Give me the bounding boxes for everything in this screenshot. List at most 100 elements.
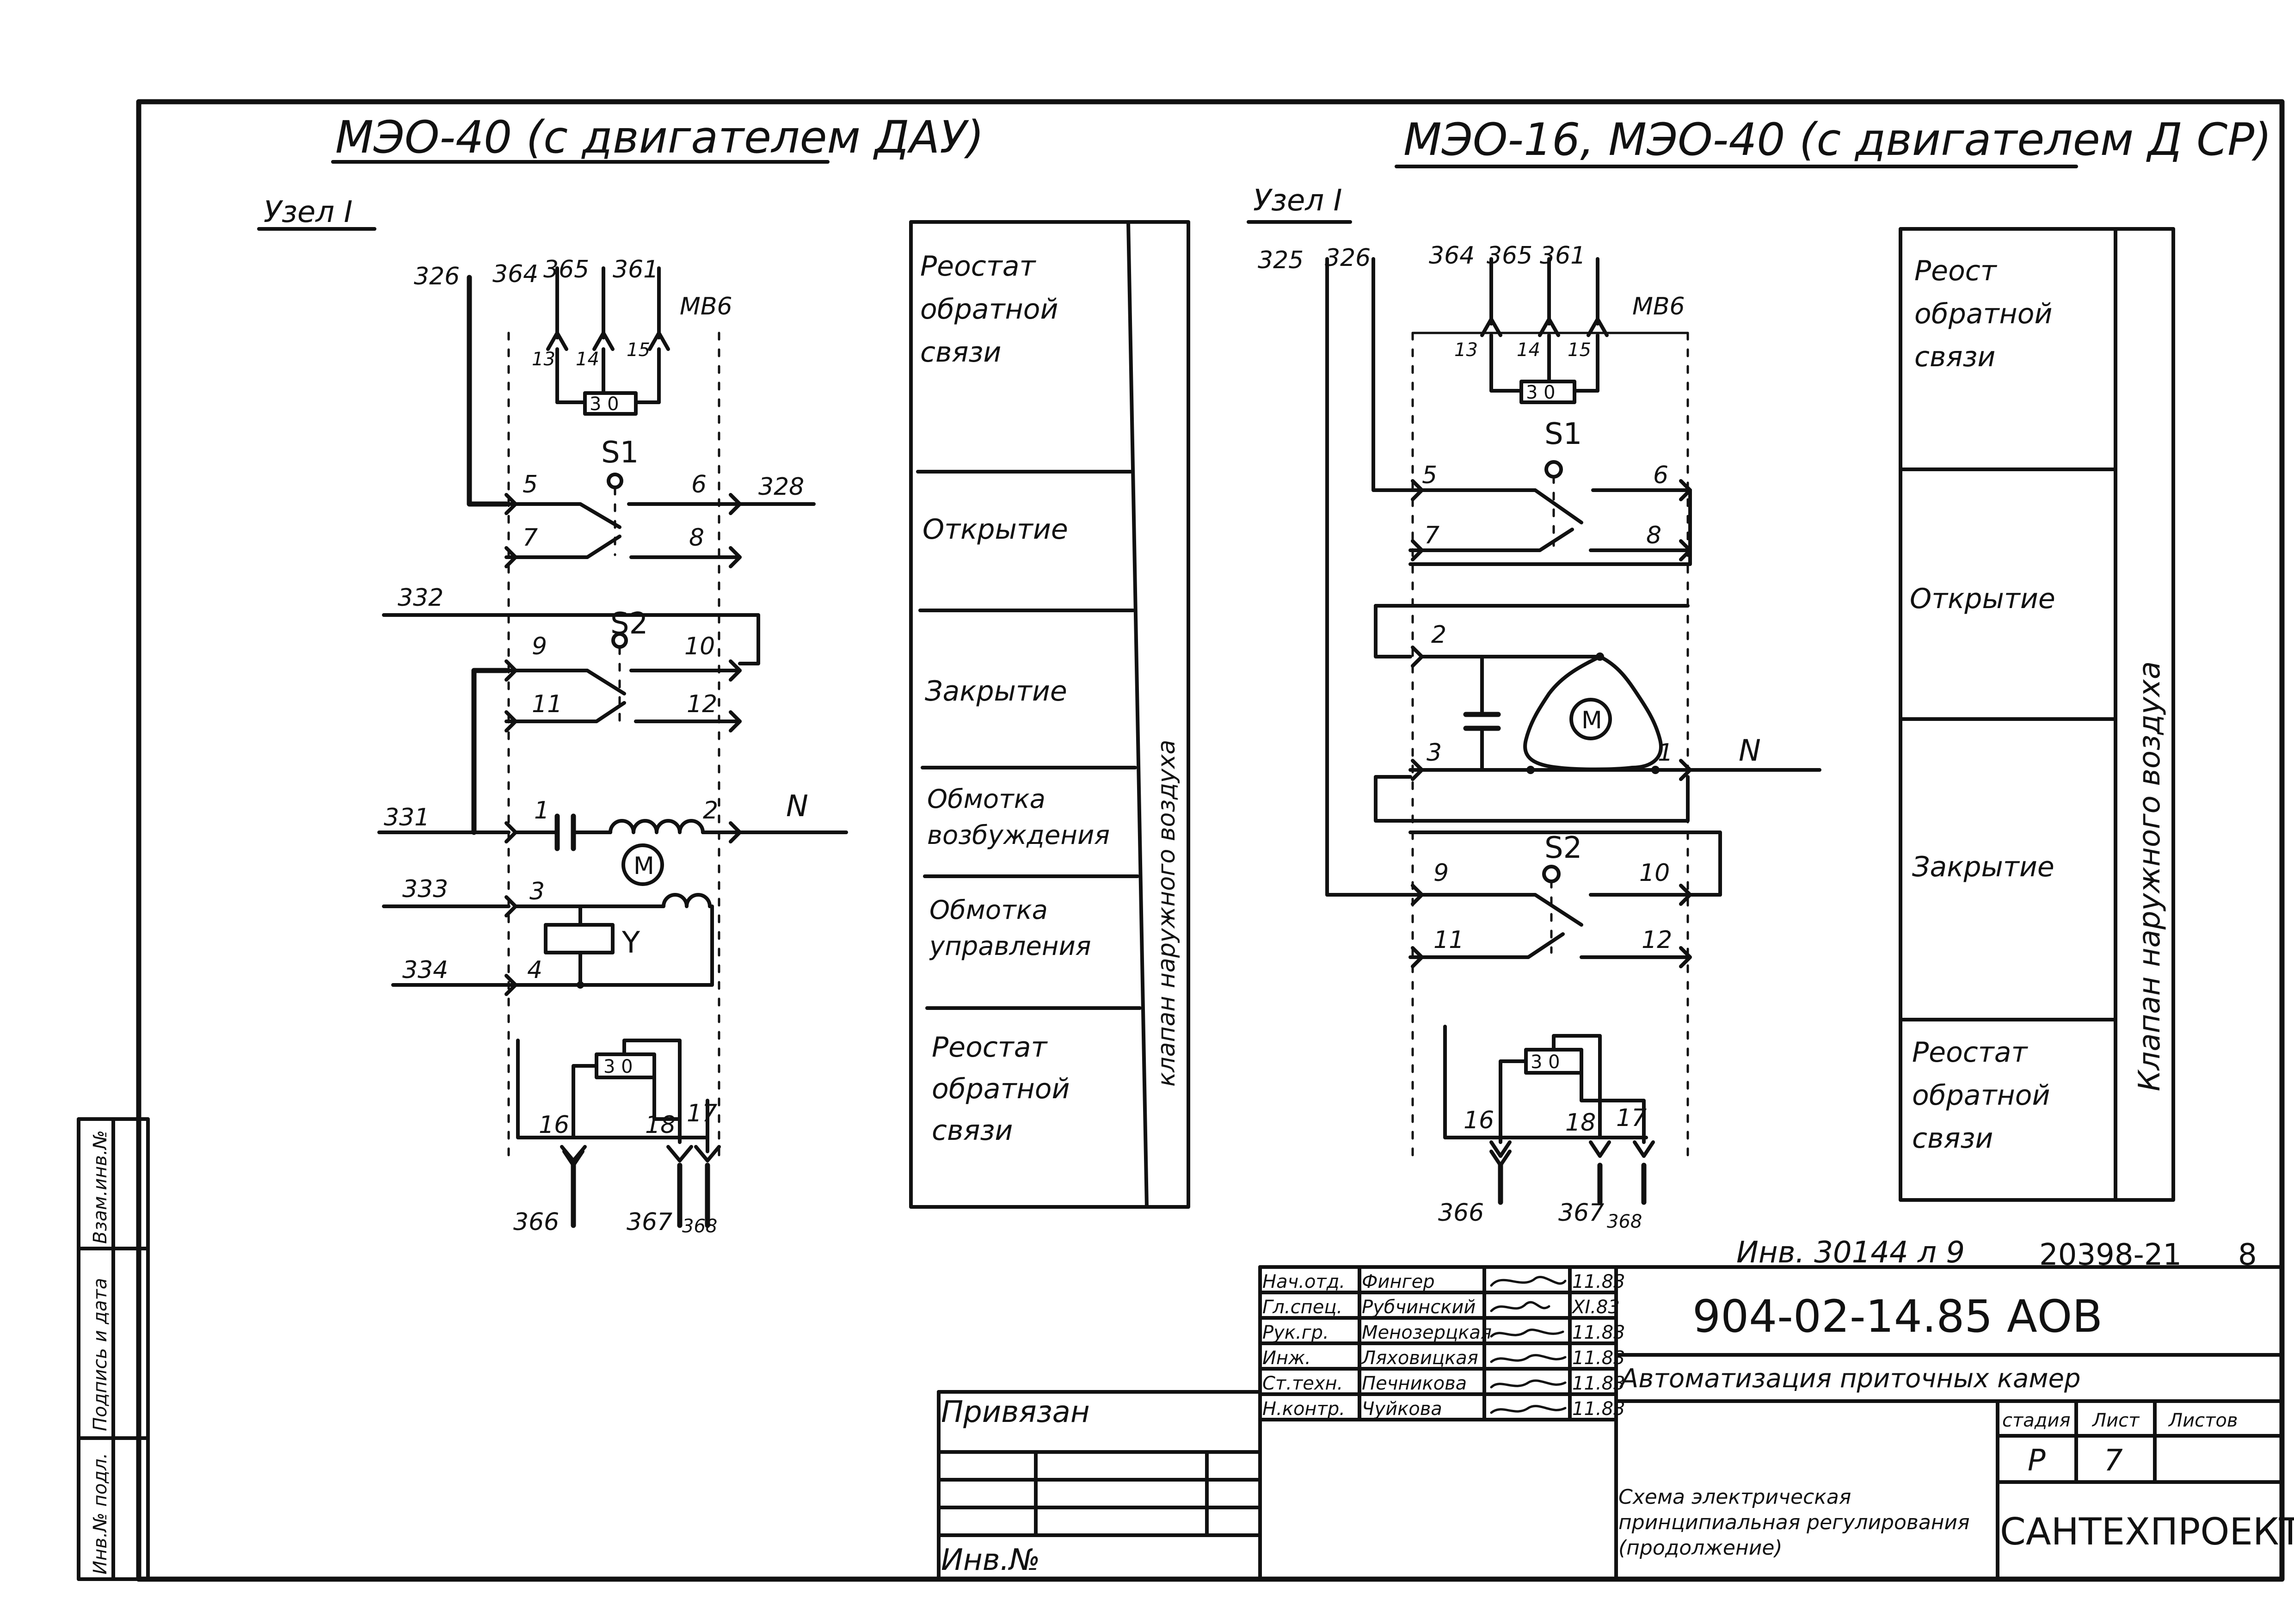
wire-333: 333 bbox=[402, 875, 448, 903]
r-term-7: 7 bbox=[1424, 522, 1439, 549]
r-wire-365: 365 bbox=[1487, 242, 1532, 270]
r-wire-326: 326 bbox=[1325, 244, 1371, 272]
wire-334: 334 bbox=[402, 956, 448, 984]
stamp-inv-no-label: Инв.№ bbox=[941, 1543, 1040, 1577]
r-wire-361: 361 bbox=[1540, 242, 1586, 270]
left-function-table: Реостат обратной связи Открытие Закрытие… bbox=[909, 220, 1190, 1209]
wire-331: 331 bbox=[384, 804, 430, 831]
r-s2-label: S2 bbox=[1544, 831, 1582, 865]
sig-date-6: 11.83 bbox=[1572, 1398, 1625, 1420]
term-3: 3 bbox=[529, 878, 545, 905]
sig-role-2: Гл.спец. bbox=[1262, 1297, 1342, 1318]
sig-date-2: XI.83 bbox=[1571, 1297, 1620, 1318]
left-motor: M bbox=[633, 852, 654, 880]
drawing-frame bbox=[136, 99, 2285, 1582]
r-term-13: 13 bbox=[1454, 339, 1478, 361]
sig-date-1: 11.83 bbox=[1572, 1271, 1625, 1292]
left-s1-label: S1 bbox=[601, 436, 639, 470]
r-motor: M bbox=[1581, 707, 1602, 734]
left-node-label: Узел I bbox=[264, 195, 353, 229]
wire-332: 332 bbox=[398, 584, 443, 612]
left-neutral: N bbox=[786, 789, 808, 824]
wire-367: 367 bbox=[627, 1208, 672, 1236]
term-14: 14 bbox=[576, 349, 599, 370]
stamp-document-code: 904-02-14.85 АОВ bbox=[1692, 1291, 2103, 1342]
left-fn-close: Закрытие bbox=[925, 675, 1067, 707]
left-fn-feedback-rheostat-2: Реостат обратной связи bbox=[932, 1031, 1070, 1147]
term-6: 6 bbox=[691, 471, 707, 498]
r-bottom-rheostat-label: 3 0 bbox=[1531, 1052, 1560, 1073]
left-fn-excitation: Обмотка возбуждения bbox=[927, 784, 1110, 851]
wire-368: 368 bbox=[682, 1216, 717, 1237]
stamp-sheets-header: Листов bbox=[2168, 1410, 2238, 1431]
r-wire-mb6: МВ6 bbox=[1632, 293, 1685, 320]
right-node-label: Узел I bbox=[1253, 184, 1342, 218]
wire-364: 364 bbox=[492, 260, 538, 288]
left-schematic: 326 364 365 361 МВ6 3 0 13 14 15 S1 bbox=[377, 256, 848, 1237]
sig-name-4: Ляховицкая bbox=[1361, 1347, 1478, 1369]
sig-name-2: Рубчинский bbox=[1362, 1297, 1476, 1318]
term-4: 4 bbox=[527, 956, 542, 984]
r-term-6: 6 bbox=[1653, 461, 1668, 489]
wire-328: 328 bbox=[758, 473, 804, 501]
left-bottom-rheostat-label: 3 0 bbox=[603, 1056, 633, 1077]
r-wire-368: 368 bbox=[1607, 1211, 1642, 1232]
left-fn-control-winding: Обмотка управления bbox=[929, 895, 1091, 962]
right-fn-open: Открытие bbox=[1910, 583, 2055, 615]
term-10: 10 bbox=[684, 633, 715, 660]
r-term-9: 9 bbox=[1433, 859, 1449, 887]
sig-name-3: Менозерцкая bbox=[1362, 1322, 1492, 1343]
left-side-label: клапан наружного воздуха bbox=[1153, 740, 1181, 1087]
title-block: Инв. 30144 л 9 20398-21 8 904-02-14.85 А… bbox=[937, 1236, 2294, 1581]
r-wire-366: 366 bbox=[1438, 1199, 1484, 1227]
term-11: 11 bbox=[532, 690, 562, 718]
r-term-18: 18 bbox=[1565, 1109, 1596, 1137]
r-term-10: 10 bbox=[1639, 859, 1670, 887]
wire-361: 361 bbox=[613, 256, 658, 283]
r-term-11: 11 bbox=[1433, 926, 1464, 954]
term-7: 7 bbox=[523, 524, 538, 552]
sig-role-3: Рук.гр. bbox=[1262, 1322, 1329, 1343]
term-8: 8 bbox=[689, 524, 704, 552]
sig-name-1: Фингер bbox=[1362, 1271, 1435, 1292]
stamp-stage-header: стадия bbox=[2002, 1410, 2071, 1431]
sig-date-5: 11.83 bbox=[1572, 1373, 1625, 1394]
right-fn-feedback-rheostat: Реост обратной связи bbox=[1914, 255, 2053, 373]
right-fn-feedback-rheostat-2: Реостат обратной связи bbox=[1912, 1036, 2050, 1155]
r-term-14: 14 bbox=[1517, 339, 1540, 361]
margin-replace-inv: Взам.инв.№ bbox=[90, 1130, 111, 1244]
term-18: 18 bbox=[645, 1111, 676, 1139]
right-fn-close: Закрытие bbox=[1912, 851, 2054, 883]
left-title: МЭО-40 (с двигателем ДАУ) bbox=[335, 111, 984, 163]
sig-role-5: Ст.техн. bbox=[1262, 1373, 1343, 1394]
right-side-label: Клапан наружного воздуха bbox=[2133, 661, 2167, 1091]
stamp-sheet-header: Лист bbox=[2091, 1410, 2140, 1431]
stamp-inventory-ref: Инв. 30144 л 9 bbox=[1736, 1236, 1965, 1270]
handwritten-signatures bbox=[1490, 1276, 1567, 1414]
term-5: 5 bbox=[523, 471, 538, 498]
stamp-sheet-title: Схема электрическая принципиальная регул… bbox=[1618, 1485, 1970, 1560]
term-1: 1 bbox=[534, 797, 549, 824]
r-term-17: 17 bbox=[1616, 1104, 1647, 1132]
term-9: 9 bbox=[532, 633, 547, 660]
sig-role-4: Инж. bbox=[1262, 1347, 1311, 1369]
term-16: 16 bbox=[539, 1111, 569, 1139]
left-brake: Y bbox=[621, 926, 640, 960]
r-wire-364: 364 bbox=[1429, 242, 1475, 270]
term-12: 12 bbox=[687, 690, 717, 718]
margin-strip: Инв.№ подл. Подпись и дата Взам.инв.№ bbox=[77, 1117, 150, 1581]
right-title: МЭО-16, МЭО-40 (с двигателем Д СР) bbox=[1403, 114, 2272, 166]
sig-name-5: Печникова bbox=[1362, 1373, 1467, 1394]
r-term-12: 12 bbox=[1642, 926, 1672, 954]
sig-date-4: 11.83 bbox=[1572, 1347, 1625, 1369]
stamp-stage: Р bbox=[2028, 1444, 2046, 1478]
r-term-15: 15 bbox=[1568, 339, 1591, 361]
r-s1-label: S1 bbox=[1544, 417, 1582, 451]
r-term-3: 3 bbox=[1427, 739, 1442, 767]
right-function-table: Реост обратной связи Открытие Закрытие Р… bbox=[1899, 227, 2175, 1202]
term-17: 17 bbox=[687, 1100, 717, 1127]
r-top-rheostat-label: 3 0 bbox=[1526, 382, 1556, 403]
left-fn-open: Открытие bbox=[923, 513, 1068, 546]
r-term-8: 8 bbox=[1646, 522, 1661, 549]
